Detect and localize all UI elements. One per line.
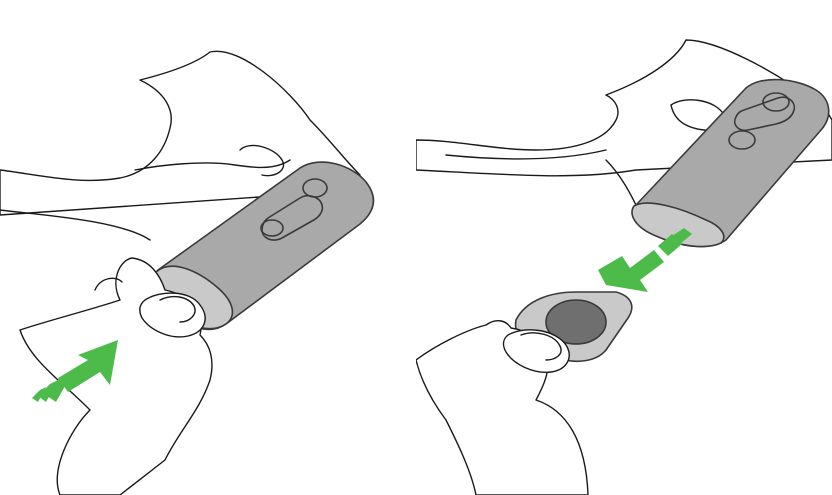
- pull-arrow-icon: [598, 228, 692, 292]
- step-remove-illustration: [416, 0, 832, 495]
- step-insert-illustration: [0, 0, 416, 495]
- remove-scene: [416, 0, 832, 495]
- upper-hand-finger: [0, 210, 150, 240]
- pull-arrow-head: [598, 250, 664, 292]
- insert-scene: [0, 0, 416, 495]
